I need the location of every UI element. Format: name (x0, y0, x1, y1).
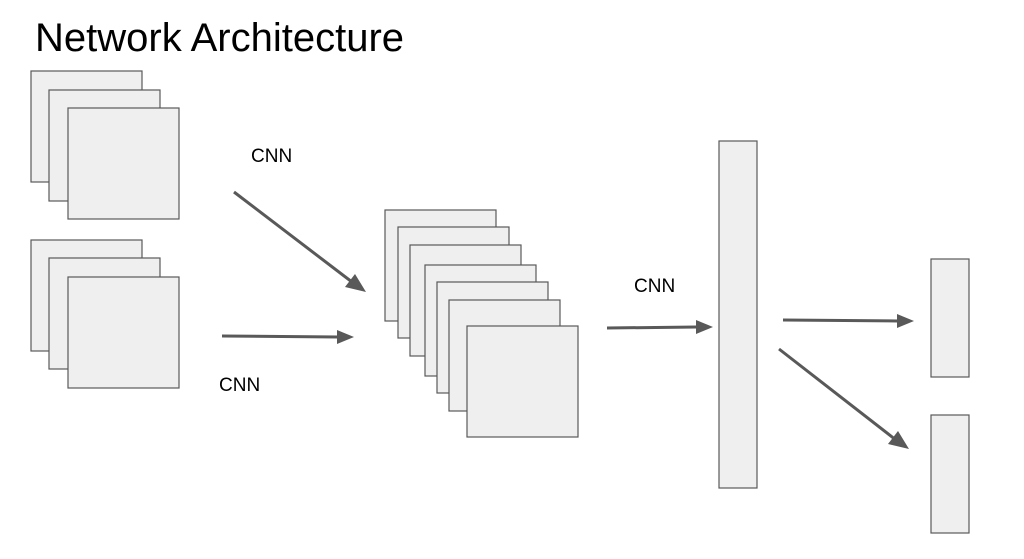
input-stack-bottom (30, 239, 180, 389)
arrow-vector-to-output-top (782, 314, 914, 328)
arrow-features-to-vector (606, 320, 713, 334)
arrow-vector-to-output-bottom (778, 347, 909, 449)
input-frame (67, 276, 180, 389)
cnn-label-top: CNN (251, 146, 292, 167)
arrow-top-to-features (233, 190, 366, 292)
input-stack-top (30, 70, 180, 220)
arrow-bottom-to-features (221, 330, 354, 344)
output-box-top (930, 258, 970, 378)
input-frame (67, 107, 180, 220)
page-title: Network Architecture (35, 16, 405, 60)
cnn-label-middle: CNN (634, 276, 675, 297)
output-box-bottom (930, 414, 970, 534)
feature-vector (718, 140, 758, 489)
cnn-label-bottom: CNN (219, 375, 260, 396)
feature-map (466, 325, 579, 438)
feature-map-stack (384, 209, 579, 438)
